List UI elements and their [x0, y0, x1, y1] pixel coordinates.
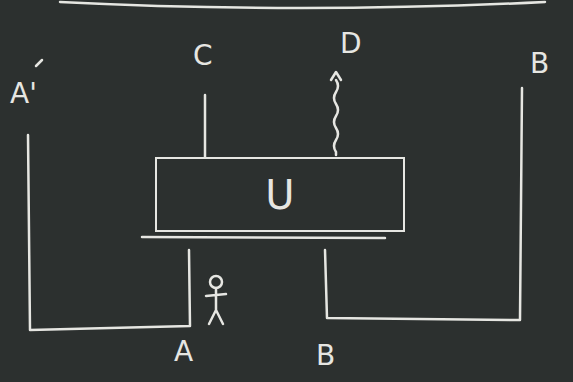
- wire-label: C: [193, 42, 213, 70]
- board-line: [60, 2, 545, 8]
- wire-label: B: [530, 50, 549, 78]
- wire-b-loop: [325, 88, 522, 320]
- base-line: [142, 237, 385, 238]
- wire-label: D: [340, 30, 362, 58]
- gate-label: U: [265, 175, 294, 215]
- wire-label: B: [316, 342, 335, 370]
- tick-mark: [36, 60, 42, 66]
- wire-d-wavy: [334, 80, 338, 155]
- wire-label: A': [10, 80, 37, 108]
- wire-a-loop: [28, 135, 190, 330]
- wire-d-arrow: [331, 72, 341, 80]
- stick-figure: [206, 276, 226, 324]
- gate-box: U: [155, 157, 405, 232]
- wire-c: [204, 95, 207, 157]
- wire-label: A: [174, 338, 193, 366]
